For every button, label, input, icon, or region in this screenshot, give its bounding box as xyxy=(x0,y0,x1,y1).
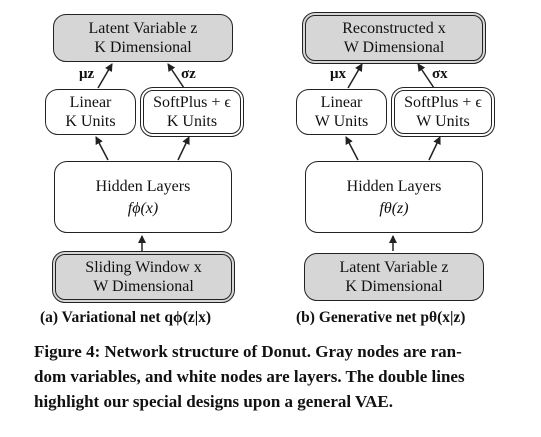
a-linear-line1: Linear xyxy=(69,94,112,111)
arrow-a-linear-to-latent xyxy=(97,63,113,89)
b-subcaption: (b) Generative net pθ(x|z) xyxy=(296,309,466,326)
b-linear-line1: Linear xyxy=(320,94,363,111)
b-linear-line2: W Units xyxy=(314,113,369,130)
a-hidden-layers-node: Hidden Layers fϕ(x) xyxy=(54,161,232,233)
a-hidden-line1: Hidden Layers xyxy=(95,177,191,195)
b-latent-variable-node: Latent Variable z K Dimensional xyxy=(304,253,484,301)
a-mu-label: μz xyxy=(79,66,95,82)
a-softplus-node: SoftPlus + ϵ K Units xyxy=(140,87,244,137)
b-latent-line2: K Dimensional xyxy=(345,278,443,295)
b-latent-line1: Latent Variable z xyxy=(339,259,449,276)
a-subcaption: (a) Variational net qϕ(z|x) xyxy=(40,309,212,326)
b-reconstructed-line1: Reconstructed x xyxy=(342,20,446,37)
b-hidden-line1: Hidden Layers xyxy=(346,177,442,195)
arrow-b-hidden-to-softplus xyxy=(428,136,441,161)
figure-caption-line3: highlight our special designs upon a gen… xyxy=(34,392,393,411)
b-hidden-line2: fθ(z) xyxy=(379,199,409,217)
b-softplus-line2: W Units xyxy=(416,113,470,130)
figure-caption: Figure 4: Network structure of Donut. Gr… xyxy=(34,339,519,414)
arrow-a-hidden-to-linear xyxy=(95,136,109,161)
a-linear-node: Linear K Units xyxy=(45,89,136,135)
arrow-a-softplus-to-latent xyxy=(167,63,185,89)
arrow-b-softplus-to-output xyxy=(417,63,435,89)
arrow-a-hidden-to-softplus xyxy=(177,136,190,161)
b-hidden-layers-node: Hidden Layers fθ(z) xyxy=(305,161,483,233)
arrow-b-linear-to-output xyxy=(347,63,363,89)
a-softplus-line1: SoftPlus + ϵ xyxy=(153,94,231,111)
b-softplus-node: SoftPlus + ϵ W Units xyxy=(391,87,495,137)
b-mu-label: μx xyxy=(330,66,347,82)
a-softplus-line2: K Units xyxy=(166,113,218,130)
a-sliding-line1: Sliding Window x xyxy=(85,259,202,276)
figure-caption-line1: Figure 4: Network structure of Donut. Gr… xyxy=(34,342,462,361)
b-linear-node: Linear W Units xyxy=(296,89,387,135)
a-sliding-line2: W Dimensional xyxy=(93,278,194,295)
a-latent-variable-node: Latent Variable z K Dimensional xyxy=(53,14,233,62)
b-reconstructed-line2: W Dimensional xyxy=(343,39,445,56)
a-sigma-label: σz xyxy=(181,66,196,82)
a-sliding-window-node: Sliding Window x W Dimensional xyxy=(52,251,235,303)
a-hidden-line2: fϕ(x) xyxy=(127,199,159,217)
b-softplus-line1: SoftPlus + ϵ xyxy=(404,94,482,111)
a-linear-line2: K Units xyxy=(65,113,116,130)
arrow-b-hidden-to-linear xyxy=(345,136,359,161)
a-latent-line2: K Dimensional xyxy=(94,39,192,56)
b-reconstructed-node: Reconstructed x W Dimensional xyxy=(302,12,486,64)
figure-caption-line2: dom variables, and white nodes are layer… xyxy=(34,367,465,386)
a-latent-line1: Latent Variable z xyxy=(88,20,198,37)
b-sigma-label: σx xyxy=(432,66,448,82)
